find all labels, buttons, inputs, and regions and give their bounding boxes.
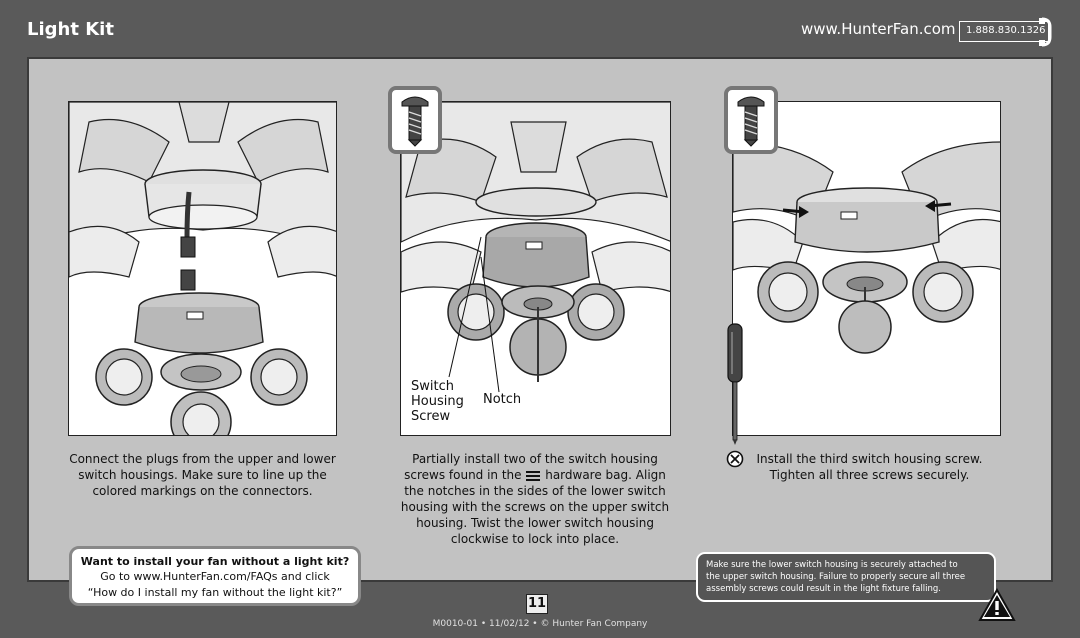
step-1-illustration bbox=[68, 101, 337, 436]
caption-line: Install the third switch housing screw. bbox=[756, 452, 983, 466]
tip-line[interactable]: Go to www.HunterFan.com/FAQs and click bbox=[100, 570, 330, 583]
caption-text: screws found in the bbox=[404, 468, 522, 482]
label-line: Screw bbox=[411, 409, 451, 424]
step-3-illustration bbox=[732, 101, 1001, 436]
caption-line: housing with the screws on the upper swi… bbox=[400, 500, 670, 514]
step-2-illustration: Switch Housing Screw Notch bbox=[400, 101, 671, 436]
screw-badge-step-2 bbox=[388, 86, 442, 154]
warning-line: the upper switch housing. Failure to pro… bbox=[706, 572, 966, 582]
warning-line: assembly screws could result in the ligh… bbox=[706, 584, 942, 594]
tip-title: Want to install your fan without a light… bbox=[80, 555, 350, 568]
caption-line: Partially install two of the switch hous… bbox=[412, 452, 658, 466]
screwdriver-icon bbox=[720, 322, 750, 446]
switch-housing-screw-label: Switch Housing Screw bbox=[411, 379, 464, 424]
step-3-caption: Install the third switch housing screw. … bbox=[742, 451, 997, 483]
warning-box: Make sure the lower switch housing is se… bbox=[696, 552, 996, 602]
phone-icon bbox=[1038, 17, 1054, 47]
caption-line: switch housings. Make sure to line up th… bbox=[78, 468, 327, 482]
notch-label: Notch bbox=[483, 392, 522, 407]
caption-line: Connect the plugs from the upper and low… bbox=[69, 452, 336, 466]
caption-line: housing. Twist the lower switch housing bbox=[416, 516, 654, 530]
caption-line: the notches in the sides of the lower sw… bbox=[404, 484, 666, 498]
screw-icon bbox=[737, 96, 765, 147]
warning-icon bbox=[978, 588, 1016, 622]
hardware-bag-icon bbox=[525, 470, 541, 482]
no-tool-icon bbox=[726, 450, 744, 468]
caption-line: colored markings on the connectors. bbox=[92, 484, 313, 498]
page-title: Light Kit bbox=[27, 19, 114, 40]
caption-text: hardware bag. Align bbox=[545, 468, 666, 482]
label-line: Housing bbox=[411, 394, 464, 409]
caption-line: Tighten all three screws securely. bbox=[769, 468, 970, 482]
footer-text: M0010-01 • 11/02/12 • © Hunter Fan Compa… bbox=[432, 619, 648, 629]
screw-icon bbox=[401, 96, 429, 147]
phone-number: 1.888.830.1326 bbox=[966, 25, 1046, 36]
label-line: Switch bbox=[411, 379, 454, 394]
step-2-caption: Partially install two of the switch hous… bbox=[385, 451, 685, 547]
phone-number-box: 1.888.830.1326 bbox=[959, 21, 1049, 42]
page-number: 11 bbox=[526, 594, 548, 614]
step-1-caption: Connect the plugs from the upper and low… bbox=[60, 451, 345, 499]
website-url[interactable]: www.HunterFan.com bbox=[801, 20, 956, 38]
caption-line: clockwise to lock into place. bbox=[450, 532, 620, 546]
warning-line: Make sure the lower switch housing is se… bbox=[706, 560, 958, 570]
tip-line: “How do I install my fan without the lig… bbox=[87, 586, 343, 599]
screw-badge-step-3 bbox=[724, 86, 778, 154]
caption-line: screws found in the hardware bag. Align bbox=[385, 467, 685, 483]
light-kit-tip-box: Want to install your fan without a light… bbox=[69, 546, 361, 606]
